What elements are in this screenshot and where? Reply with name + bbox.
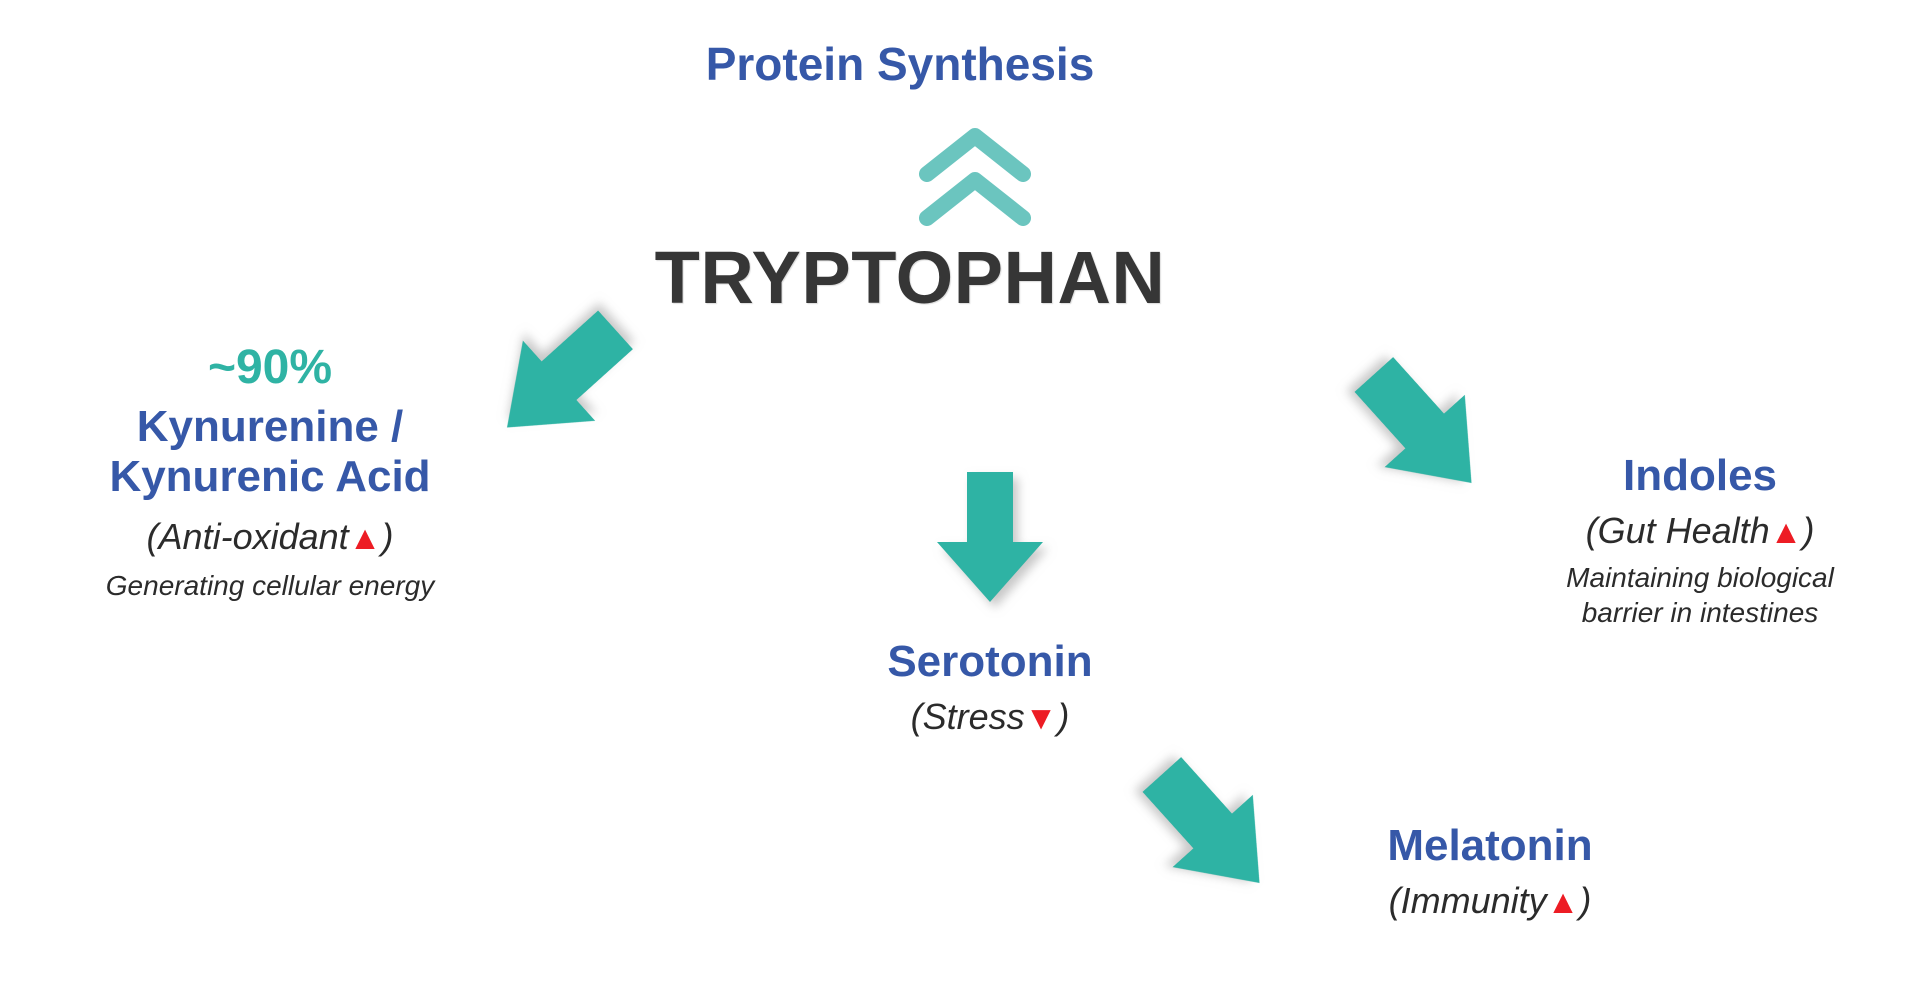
kynurenine-node: ~90% Kynurenine / Kynurenic Acid (Anti-o…: [40, 340, 500, 604]
kynurenine-effect-text: Anti-oxidant: [158, 516, 349, 558]
trend-down-icon: ▼: [1024, 699, 1058, 737]
tryptophan-label: TRYPTOPHAN: [654, 236, 1166, 319]
serotonin-paren-open: (: [910, 695, 923, 737]
kynurenine-paren-open: (: [146, 516, 159, 558]
tryptophan-center-node: TRYPTOPHAN: [560, 235, 1260, 320]
indoles-node: Indoles (Gut Health▲) Maintaining biolog…: [1480, 452, 1920, 631]
serotonin-effect-text: Stress: [922, 695, 1025, 737]
block-arrow-down-icon: [930, 468, 1050, 608]
kynurenine-effect: (Anti-oxidant▲): [40, 516, 500, 558]
trend-up-icon: ▲: [1546, 883, 1580, 921]
serotonin-paren-close: ): [1057, 695, 1070, 737]
indoles-effect: (Gut Health▲): [1480, 510, 1920, 552]
kynurenine-label-line2: Kynurenic Acid: [109, 451, 431, 501]
melatonin-paren-close: ): [1579, 879, 1592, 921]
protein-synthesis-node: Protein Synthesis: [620, 38, 1180, 90]
melatonin-paren-open: (: [1388, 879, 1401, 921]
kynurenine-label-line1: Kynurenine /: [136, 402, 404, 451]
trend-up-icon: ▲: [1769, 513, 1803, 551]
block-arrow-down-right-icon-indoles: [1352, 348, 1492, 508]
indoles-paren-close: ): [1802, 509, 1815, 551]
melatonin-effect: (Immunity▲): [1290, 880, 1690, 922]
serotonin-label: Serotonin: [887, 637, 1093, 686]
protein-synthesis-label: Protein Synthesis: [705, 38, 1095, 90]
kynurenine-subtext: Generating cellular energy: [105, 570, 435, 602]
block-arrow-down-left-icon: [492, 298, 633, 458]
trend-up-icon: ▲: [348, 520, 382, 558]
indoles-subtext-line2: barrier in intestines: [1581, 597, 1819, 629]
double-chevron-up-icon: [905, 122, 1045, 232]
melatonin-effect-text: Immunity: [1400, 879, 1547, 921]
block-arrow-down-right-icon-melatonin: [1140, 748, 1280, 908]
indoles-subtext-line1: Maintaining biological: [1566, 561, 1834, 593]
indoles-effect-text: Gut Health: [1597, 509, 1770, 551]
serotonin-node: Serotonin (Stress▼): [740, 638, 1240, 738]
melatonin-node: Melatonin (Immunity▲): [1290, 822, 1690, 922]
kynurenine-percent: ~90%: [207, 341, 333, 394]
serotonin-effect: (Stress▼): [740, 696, 1240, 738]
indoles-label: Indoles: [1622, 451, 1778, 500]
kynurenine-paren-close: ): [381, 516, 394, 558]
melatonin-label: Melatonin: [1387, 821, 1593, 870]
indoles-paren-open: (: [1585, 509, 1598, 551]
